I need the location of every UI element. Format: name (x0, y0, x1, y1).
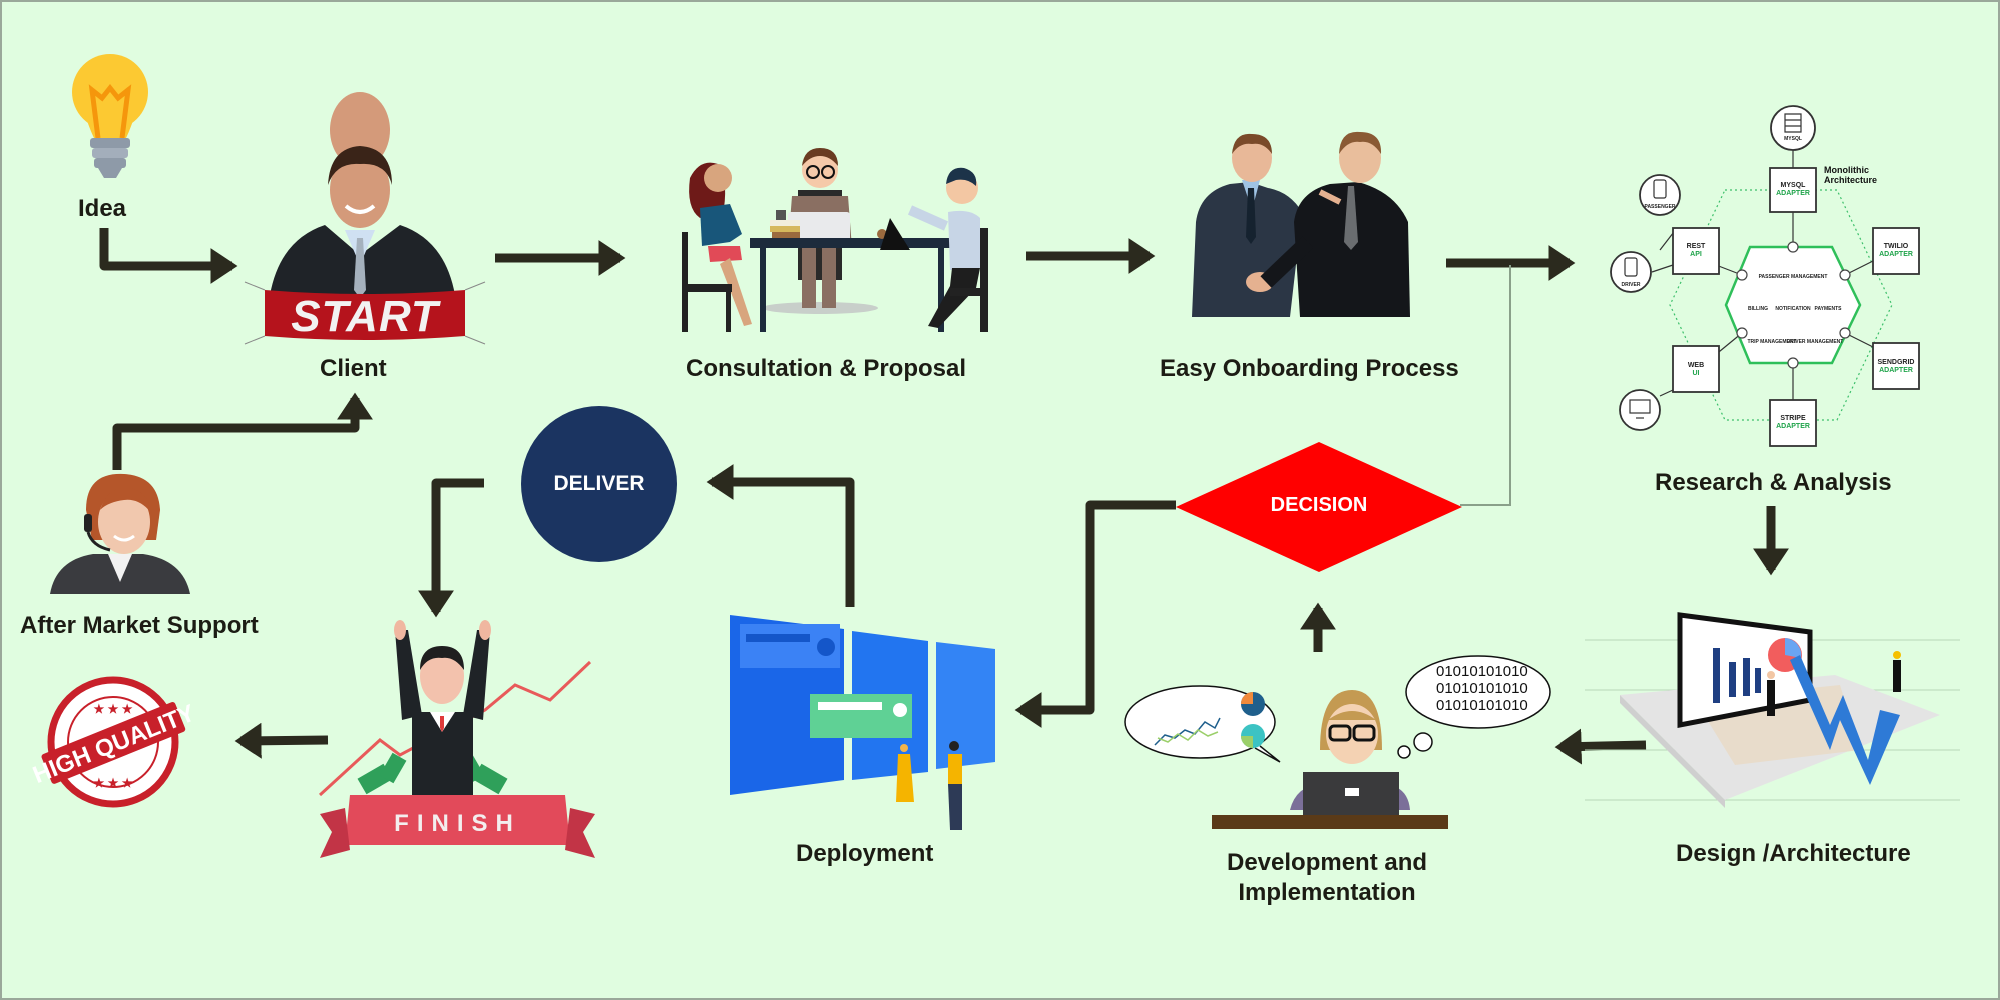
start-banner-text: START (291, 292, 439, 341)
deliver-circle (521, 406, 677, 562)
adapter-name: SENDGRID (1878, 359, 1915, 366)
arrow-deliver-to-finish (418, 478, 484, 618)
support-agent-icon (48, 470, 192, 594)
decision-shape (1176, 442, 1462, 572)
architecture-title-1: Monolithic (1824, 165, 1869, 175)
handshake-icon (1190, 131, 1415, 317)
arrow-deployment-to-deliver (706, 464, 855, 607)
dashboard-panels-icon (728, 612, 998, 837)
deliver-label: DELIVER (553, 472, 645, 495)
research-label: Research & Analysis (1655, 469, 1892, 496)
client-label: Client (320, 355, 387, 382)
development-label-1: Development and (1227, 849, 1428, 876)
adapter-name: REST (1687, 243, 1706, 250)
adapter-name: TWILIO (1884, 243, 1909, 250)
celebrating-man-icon (318, 620, 595, 865)
arrow-decision-to-deployment (1014, 500, 1176, 728)
core-module: DRIVER MANAGEMENT (1787, 339, 1844, 345)
architecture-title-2: Architecture (1824, 175, 1877, 185)
decision-label: DECISION (1270, 494, 1368, 516)
adapter-sub: ADAPTER (1879, 251, 1913, 258)
core-module: PAYMENTS (1815, 306, 1843, 312)
core-module: BILLING (1748, 306, 1768, 312)
core-module: NOTIFICATION (1775, 306, 1811, 312)
svg-text:★ ★ ★: ★ ★ ★ (94, 702, 133, 716)
adapter-name: WEB (1688, 362, 1704, 369)
external-mysql-label: MYSQL (1784, 136, 1802, 142)
core-module: TRIP MANAGEMENT (1747, 339, 1796, 345)
architecture-diagram-icon: MYSQL PASSENGER DRIVER Monolithic Archit… (1600, 100, 1950, 450)
svg-text:★ ★ ★: ★ ★ ★ (94, 776, 133, 790)
developer-icon: 01010101010 01010101010 01010101010 (1120, 650, 1560, 830)
development-label-2: Implementation (1238, 879, 1416, 906)
support-label: After Market Support (20, 612, 259, 639)
decision-diamond (1176, 442, 1462, 572)
decision-feedback-line (1460, 265, 1511, 506)
external-driver-label: DRIVER (1622, 282, 1641, 288)
adapter-sub: API (1690, 251, 1702, 258)
adapter-sub: ADAPTER (1776, 423, 1810, 430)
meeting-icon (670, 138, 1000, 333)
arrow-finish-to-quality (234, 722, 329, 759)
adapter-sub: ADAPTER (1879, 367, 1913, 374)
adapter-sub: ADAPTER (1776, 190, 1810, 197)
adapter-name: STRIPE (1780, 415, 1806, 422)
binary-line: 01010101010 (1436, 663, 1528, 680)
analytics-chart-icon (1585, 600, 1960, 810)
arrow-support-to-client (112, 392, 373, 470)
adapter-sub: UI (1693, 370, 1700, 377)
idea-label: Idea (78, 195, 127, 222)
deployment-label: Deployment (796, 840, 934, 867)
lightbulb-icon (60, 50, 160, 185)
finish-banner-text: FINISH (394, 810, 521, 837)
businessman-icon (240, 92, 485, 345)
binary-line: 01010101010 (1436, 697, 1528, 714)
onboarding-label: Easy Onboarding Process (1160, 355, 1459, 382)
adapter-name: MYSQL (1781, 182, 1807, 189)
binary-line: 01010101010 (1436, 680, 1528, 697)
high-quality-stamp-icon: HIGH QUALITY ★ ★ ★ ★ ★ ★ (29, 675, 199, 810)
consultation-label: Consultation & Proposal (686, 355, 967, 382)
design-label: Design /Architecture (1676, 840, 1911, 867)
core-module: PASSENGER MANAGEMENT (1759, 274, 1828, 280)
external-passenger-label: PASSENGER (1644, 204, 1675, 210)
arrow-design-to-development (1554, 728, 1647, 765)
arrow-idea-to-client (99, 228, 238, 284)
start-banner (244, 278, 486, 348)
